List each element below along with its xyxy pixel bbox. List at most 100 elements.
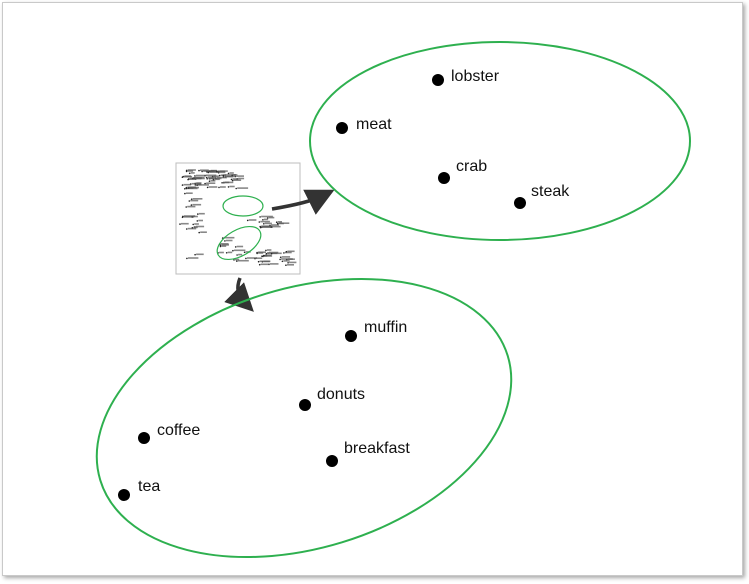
thumbnail-word-mark [210,177,222,180]
point-muffin [345,330,357,342]
thumbnail-word-mark [272,252,282,255]
thumbnail-dot [270,252,273,255]
thumbnail-word-mark [196,253,204,256]
thumbnail-dot [218,174,221,177]
thumbnail-dot [258,263,261,266]
thumbnail-dot [279,258,281,261]
thumbnail-word-mark [281,258,293,260]
thumbnail-word-mark [223,236,235,239]
thumbnail-word-mark [217,170,226,173]
thumbnail-dot [279,256,282,259]
thumbnail-dot [222,176,225,178]
thumbnail-word-mark [229,172,234,174]
thumbnail-word-mark [248,219,257,221]
thumbnail-dot [231,179,234,182]
thumbnail-dot [245,257,247,260]
thumbnail-dot [212,178,215,181]
thumbnail-word-mark [187,170,194,172]
thumbnail-dot [262,219,264,221]
thumbnail-word-mark [208,186,218,188]
thumbnail-dot [185,170,188,173]
label-steak: steak [531,183,570,200]
thumbnail-dot [187,178,189,181]
thumbnail-dot [218,186,220,189]
thumbnail-word-mark [193,226,198,229]
label-muffin: muffin [364,319,407,336]
point-meat [336,122,348,134]
thumbnail-word-mark [187,257,199,259]
thumbnail-breakfast-ellipse [216,225,262,261]
thumbnail-dot [259,225,262,228]
thumbnail-word-mark [238,253,243,256]
thumbnail-dot [181,184,184,186]
thumbnail-word-mark [192,198,203,200]
thumbnail-word-mark [258,252,264,254]
point-donuts [299,399,311,411]
thumbnail-word-mark [221,244,229,246]
thumbnail-word-mark [233,174,238,176]
thumbnail-dot [190,198,193,200]
thumbnail-word-mark [263,218,269,221]
thumbnail-word-mark [200,169,209,171]
thumbnail-dot [188,200,191,202]
thumbnail-word-mark [208,177,215,180]
thumbnail-dot [225,252,228,254]
thumbnail-word-mark [193,215,198,218]
thumbnail-dot [185,187,188,190]
thumbnail-word-mark [227,251,233,254]
thumbnail-word-mark [219,251,224,254]
thumbnail-dot [205,176,208,179]
thumbnail-word-mark [187,205,196,208]
label-meat: meat [356,116,392,133]
point-tea [118,489,130,501]
thumbnail-word-mark [224,175,236,178]
cluster-seafood: lobster meat crab steak [309,41,691,241]
thumbnail-word-mark [183,176,193,178]
point-coffee [138,432,150,444]
thumbnail-dot [261,255,263,257]
thumbnail-word-mark [283,260,290,262]
thumbnail-word-mark [206,182,216,184]
thumbnail-word-mark [278,222,290,224]
thumbnail-word-mark [183,183,192,186]
label-coffee: coffee [157,422,200,439]
thumbnail-dot [219,244,222,247]
thumbnail-word-mark [187,169,196,171]
thumbnail-word-mark [277,221,282,223]
thumbnail-dot [265,252,268,255]
thumbnail-dot [275,221,278,223]
thumbnail-word-mark [213,175,219,177]
thumbnail-word-mark [237,187,249,189]
thumbnail-dot [221,182,223,184]
thumbnail-dot [182,215,184,218]
thumbnail-word-mark [237,259,249,262]
thumbnail-dot [191,227,194,229]
thumbnail-word-mark [266,249,272,251]
thumbnail-dot [187,187,190,189]
thumbnail-dot [181,176,184,178]
thumbnail-dot [287,262,289,264]
arrow-to-breakfast-cluster [224,277,254,312]
thumbnail-dot [263,254,265,257]
thumbnail-dot [285,250,288,253]
thumbnail-word-mark [192,203,202,206]
label-lobster: lobster [451,68,500,85]
label-donuts: donuts [317,386,365,403]
thumbnail-word-mark [260,220,270,223]
thumbnail-dot [179,223,181,225]
thumbnail-word-mark [195,225,205,228]
label-breakfast: breakfast [344,440,410,457]
thumbnail-word-mark [219,171,226,174]
thumbnail-dot [227,186,230,188]
arrow-to-seafood-cluster [271,189,335,215]
thumbnail-dot [194,175,196,177]
thumbnail-dot [201,170,203,173]
thumbnail-dot [197,213,199,215]
thumbnail-dot [285,264,287,267]
thumbnail-dot [208,180,211,182]
thumbnail-word-mark [236,245,244,248]
thumbnail-dot [185,206,187,208]
thumbnail-word-mark [206,174,217,177]
thumbnail-word-mark [195,174,207,177]
thumbnail-dot [204,182,206,185]
